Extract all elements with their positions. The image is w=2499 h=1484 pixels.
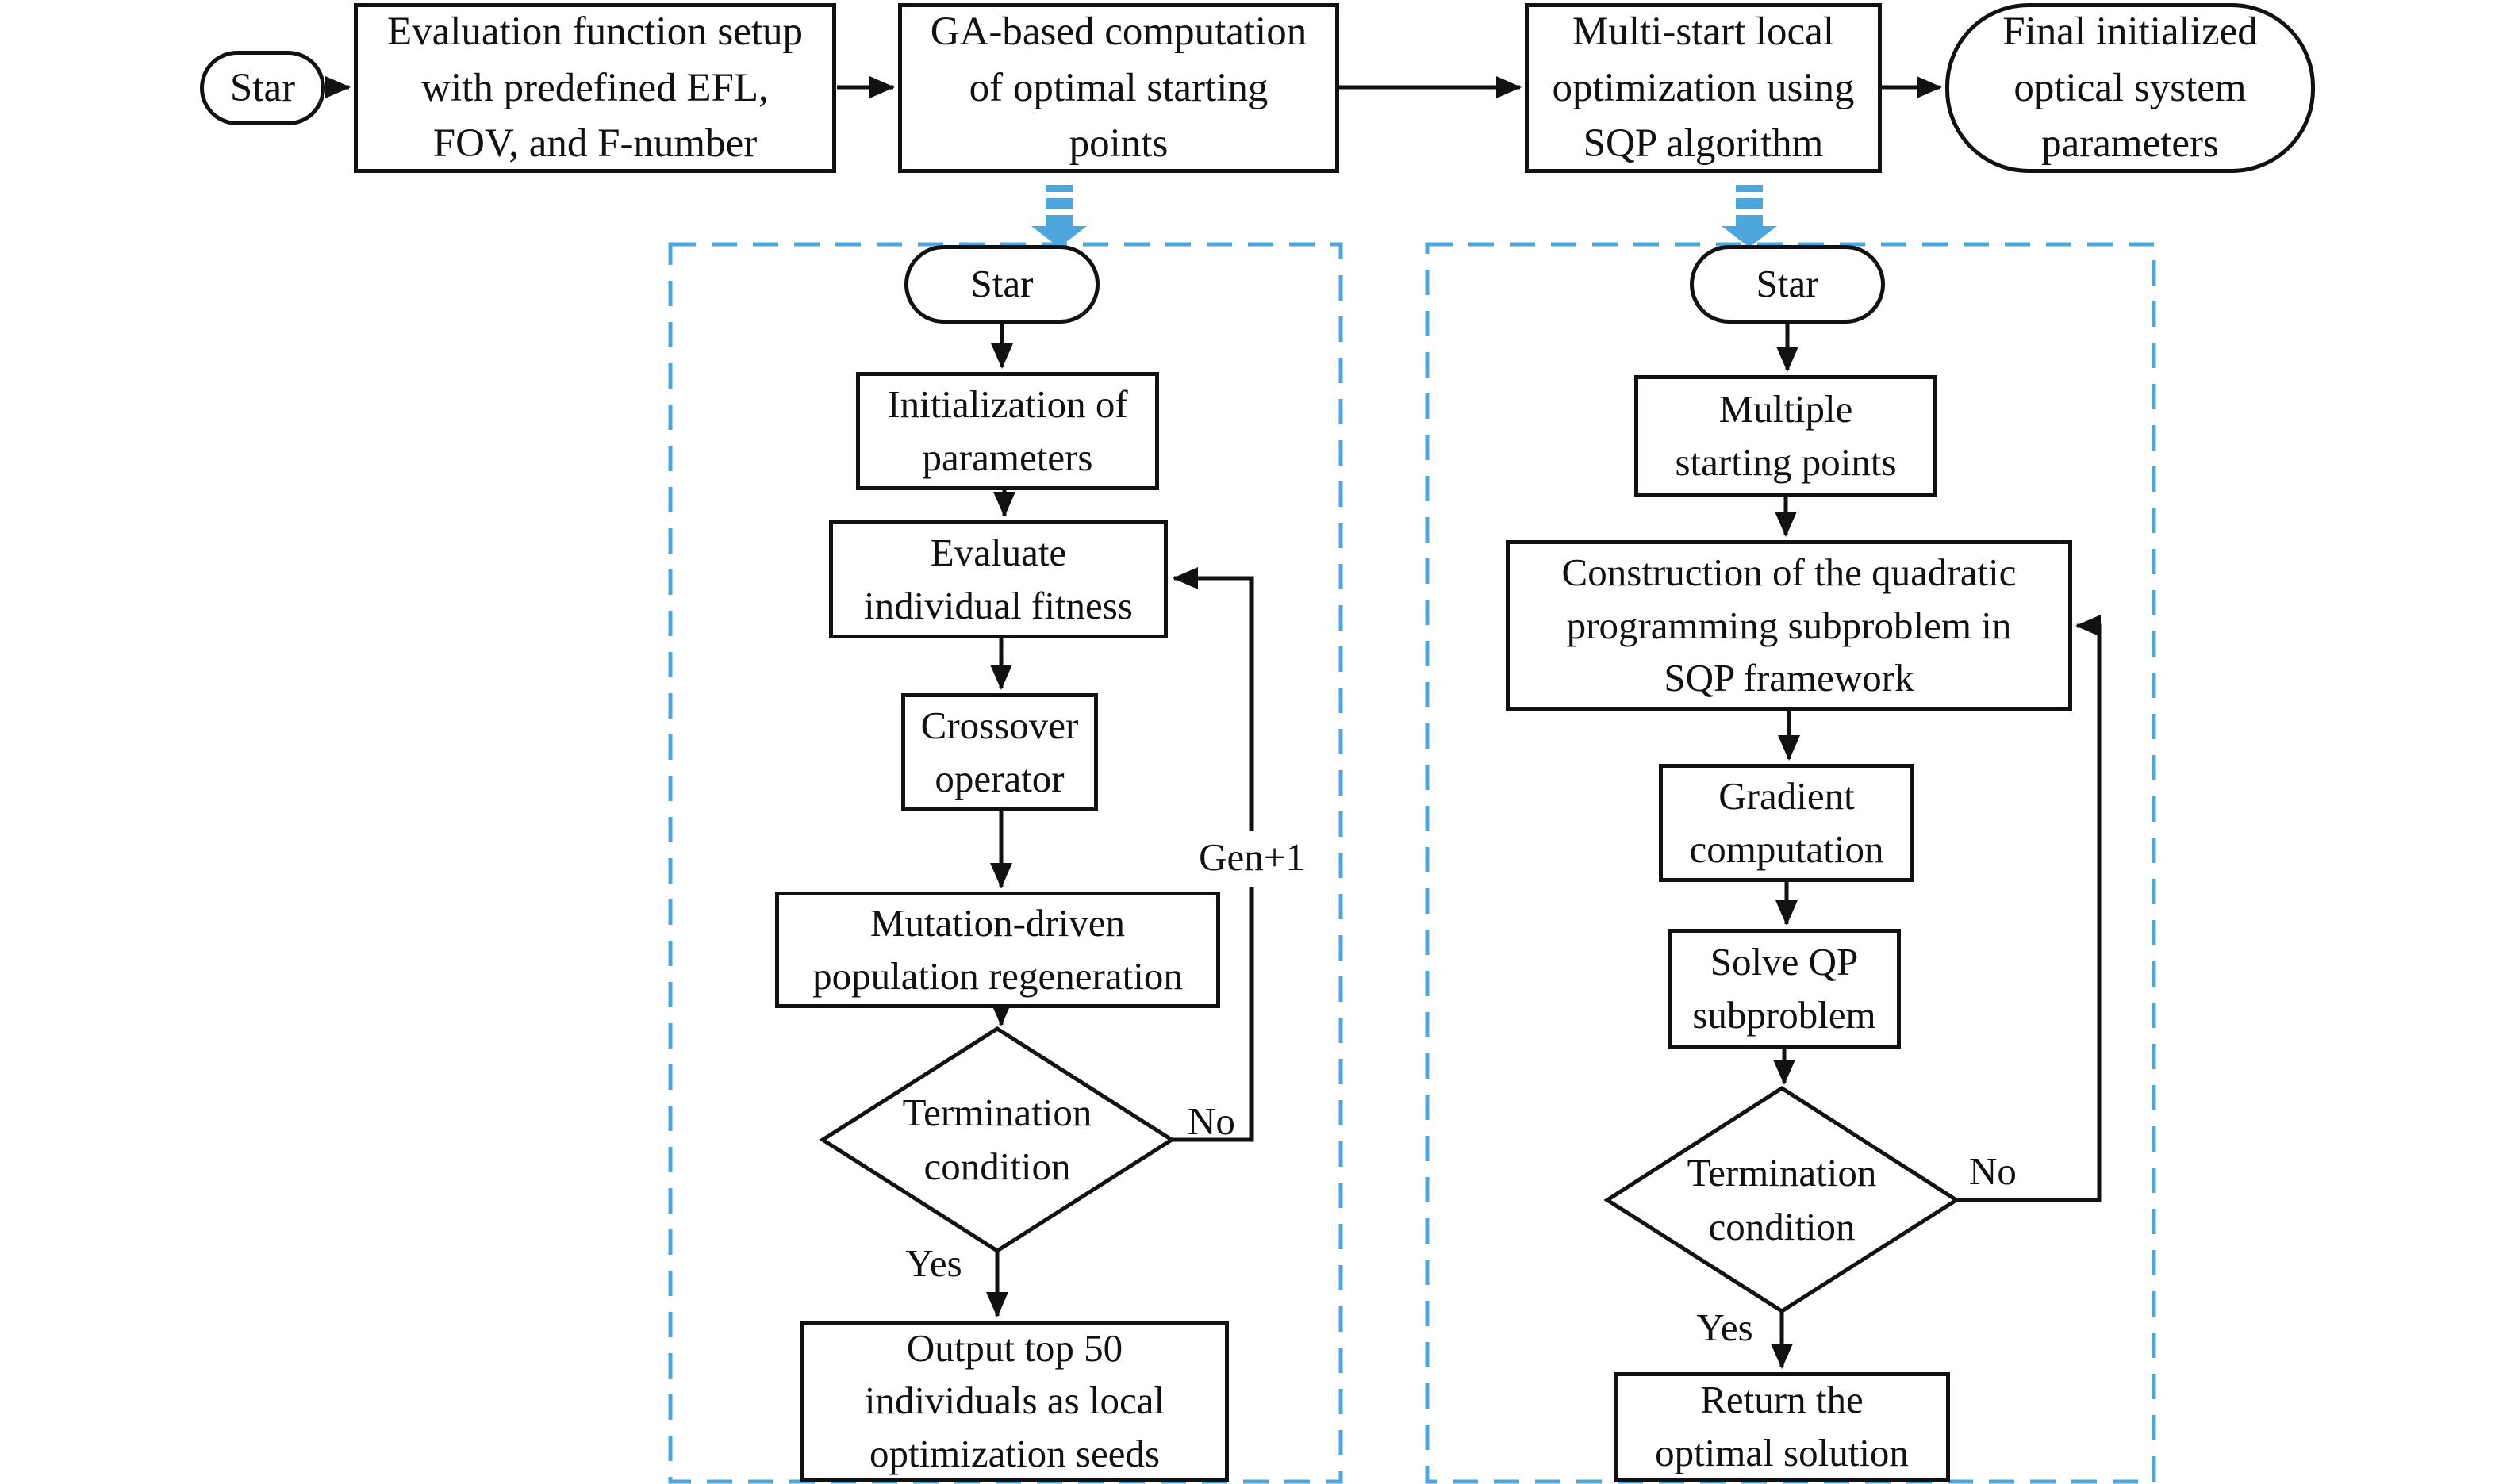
ga-yes-label: Yes [905,1241,962,1286]
gradient-computation-step: Gradient computation [1659,764,1914,882]
init-parameters-step: Initialization of parameters [856,372,1159,490]
sqp-no-label: No [1969,1149,2017,1194]
gen-plus-one-label: Gen+1 [1199,835,1305,880]
ga-output-step: Output top 50 individuals as local optim… [800,1321,1229,1482]
qp-construction-step: Construction of the quadratic programmin… [1506,540,2072,711]
multiple-starting-points-step: Multiple starting points [1634,375,1937,497]
ga-no-label: No [1188,1099,1235,1144]
evaluation-setup-step: Evaluation function setup with predefine… [354,3,836,173]
crossover-operator-step: Crossover operator [901,693,1098,811]
flow-arrows [325,76,2102,1369]
sqp-start-terminator: Star [1690,245,1885,324]
sqp-termination-diamond [1603,1086,1960,1313]
sqp-termination-label: Termination condition [1687,1151,1877,1248]
evaluate-fitness-step: Evaluate individual fitness [829,520,1168,638]
final-terminator: Final initialized optical system paramet… [1945,3,2315,173]
mutation-regeneration-step: Mutation-driven population regeneration [775,892,1220,1008]
ga-termination-label: Termination condition [902,1091,1092,1188]
multistart-sqp-step: Multi-start local optimization using SQP… [1525,3,1882,173]
sqp-yes-label: Yes [1696,1306,1753,1350]
ga-termination-diamond [819,1026,1176,1253]
ga-computation-step: GA-based computation of optimal starting… [898,3,1339,173]
return-solution-step: Return the optimal solution [1614,1372,1950,1482]
ga-panel-border [668,242,1343,1484]
start-terminator: Star [200,51,325,125]
ga-start-terminator: Star [904,245,1100,324]
striped-down-arrow-icon [1031,185,1087,247]
solve-qp-step: Solve QP subproblem [1668,929,1901,1049]
sqp-panel-border [1425,242,2156,1484]
striped-down-arrow-icon [1722,185,1777,247]
